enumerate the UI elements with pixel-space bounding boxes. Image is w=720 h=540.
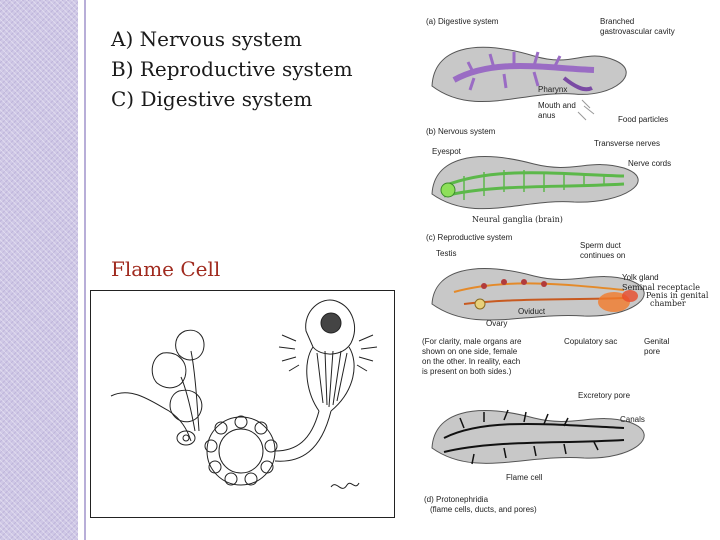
label-d-excretory: Excretory pore: [578, 391, 631, 400]
option-b: B) Reproductive system: [111, 57, 353, 81]
label-a-branched: Branched: [600, 17, 634, 26]
label-c-genital2: pore: [644, 347, 661, 356]
digestive-planaria: [431, 46, 627, 121]
label-c-yolk: Yolk gland: [622, 273, 659, 282]
label-c-copulatory: Copulatory sac: [564, 337, 617, 346]
label-b-cords: Nerve cords: [628, 159, 671, 168]
label-c-ovary: Ovary: [486, 319, 507, 328]
nervous-planaria: [431, 156, 639, 210]
label-c-note1: (For clarity, male organs are: [422, 337, 522, 346]
decorative-sidebar: [0, 0, 78, 540]
label-a-pharynx: Pharynx: [538, 85, 567, 94]
label-c-title: (c) Reproductive system: [426, 233, 513, 242]
option-c: C) Digestive system: [111, 87, 313, 111]
label-c-oviduct: Oviduct: [518, 307, 546, 316]
answer-options: A) Nervous system B) Reproductive system…: [111, 24, 353, 114]
label-d-canals: Canals: [620, 415, 645, 424]
label-a-anus: anus: [538, 111, 555, 120]
label-a-title: (a) Digestive system: [426, 17, 499, 26]
label-a-gastro: gastrovascular cavity: [600, 27, 675, 36]
label-c-chamber: chamber: [650, 299, 686, 308]
label-c-testis: Testis: [436, 249, 456, 258]
label-a-mouth: Mouth and: [538, 101, 576, 110]
label-c-penis: Penis in genital: [646, 291, 709, 300]
reproductive-planaria: [431, 268, 645, 321]
label-b-transverse: Transverse nerves: [594, 139, 660, 148]
label-b-ganglia: Neural ganglia (brain): [472, 215, 563, 224]
flame-cell-illustration: [90, 290, 395, 518]
label-c-sperm1: Sperm duct: [580, 241, 622, 250]
label-c-note4: is present on both sides.): [422, 367, 512, 376]
label-a-food: Food particles: [618, 115, 668, 124]
flame-cell-drawing: [110, 299, 378, 489]
label-c-genital1: Genital: [644, 337, 670, 346]
label-c-note2: shown on one side, female: [422, 347, 518, 356]
label-b-eyespot: Eyespot: [432, 147, 462, 156]
sidebar-divider: [84, 0, 86, 540]
label-c-note3: on the other. In reality, each: [422, 357, 520, 366]
label-b-title: (b) Nervous system: [426, 127, 496, 136]
label-d-flame: Flame cell: [506, 473, 543, 482]
label-d-title: (d) Protonephridia: [424, 495, 489, 504]
flame-cell-title: Flame Cell: [111, 257, 221, 281]
option-a: A) Nervous system: [111, 27, 303, 51]
planaria-drawing: (a) Digestive system Branched gastrovasc…: [422, 17, 709, 514]
label-c-sperm2: continues on: [580, 251, 625, 260]
planaria-systems-figure: (a) Digestive system Branched gastrovasc…: [414, 8, 714, 528]
excretory-planaria: [431, 409, 645, 465]
label-c-seminal: Seminal receptacle: [622, 283, 700, 292]
label-d-sub: (flame cells, ducts, and pores): [430, 505, 537, 514]
